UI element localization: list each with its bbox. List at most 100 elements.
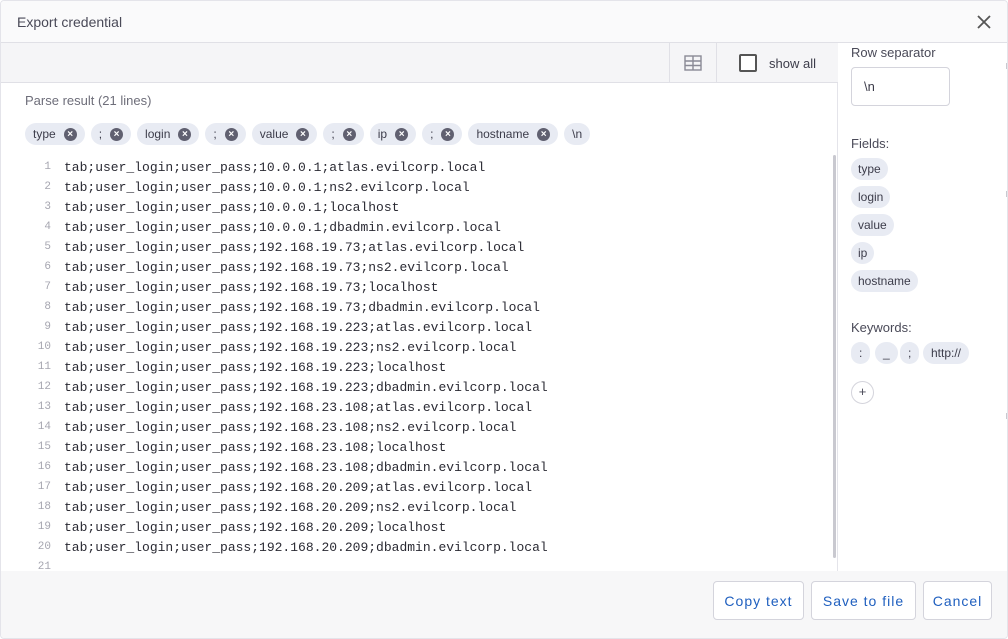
field-chip[interactable]: type xyxy=(851,158,888,180)
line-text: tab;user_login;user_pass;10.0.0.1;ns2.ev… xyxy=(64,179,470,195)
line-number: 21 xyxy=(37,561,51,571)
parse-chip[interactable]: ;× xyxy=(205,123,246,145)
code-line: 4 tab;user_login;user_pass;10.0.0.1;dbadm… xyxy=(1,217,501,237)
line-number: 8 xyxy=(44,301,51,313)
line-number: 12 xyxy=(37,381,51,393)
keyword-chip[interactable]: _ xyxy=(875,342,898,364)
line-text: tab;user_login;user_pass;192.168.20.209;… xyxy=(64,539,548,555)
field-chip[interactable]: hostname xyxy=(851,270,918,292)
remove-chip-icon[interactable]: × xyxy=(395,127,409,141)
line-number: 13 xyxy=(37,401,51,413)
line-text: tab;user_login;user_pass;192.168.19.73;d… xyxy=(64,299,540,315)
row-separator-label: Row separator xyxy=(851,45,936,60)
code-line: 1 tab;user_login;user_pass;10.0.0.1;atlas… xyxy=(1,157,485,177)
line-number: 6 xyxy=(44,261,51,273)
line-text: tab;user_login;user_pass;192.168.20.209;… xyxy=(64,499,517,515)
parse-chip[interactable]: value × xyxy=(251,123,318,145)
line-number: 1 xyxy=(44,161,51,173)
scroll-tick xyxy=(1006,191,1007,197)
table-view-button[interactable] xyxy=(669,43,717,83)
keyword-chip[interactable]: : xyxy=(851,342,871,364)
line-number: 4 xyxy=(44,221,51,233)
keyword-chip[interactable]: ; xyxy=(900,342,920,364)
cancel-button[interactable]: Cancel xyxy=(923,581,992,620)
parse-chip[interactable]: hostname× xyxy=(468,123,559,145)
parse-toolbar: show all xyxy=(1,43,838,83)
copy-text-button[interactable]: Copy text xyxy=(713,581,804,620)
parse-chip[interactable]: type × xyxy=(25,123,85,145)
line-text: tab;user_login;user_pass;192.168.23.108;… xyxy=(64,419,517,435)
show-all-label: show all xyxy=(769,55,816,71)
keyword-chip[interactable]: http:// xyxy=(923,342,970,364)
line-number: 10 xyxy=(37,341,51,353)
line-number: 7 xyxy=(44,281,51,293)
parse-chip-label: ; xyxy=(430,127,434,141)
parse-chip[interactable]: ;× xyxy=(323,123,364,145)
line-text: tab;user_login;user_pass;192.168.19.73;l… xyxy=(64,279,439,295)
fields-label: Fields: xyxy=(851,136,890,151)
vertical-scrollbar[interactable] xyxy=(833,155,836,558)
code-line: 14 tab;user_login;user_pass;192.168.23.10… xyxy=(1,417,517,437)
row-separator-input[interactable]: \n xyxy=(851,67,950,106)
code-line: 12 tab;user_login;user_pass;192.168.19.22… xyxy=(1,377,548,397)
line-text: tab;user_login;user_pass;192.168.20.209;… xyxy=(64,519,447,535)
line-number: 20 xyxy=(37,541,51,553)
scroll-tick xyxy=(1006,63,1007,69)
keywords-label: Keywords: xyxy=(851,320,912,335)
save-to-file-button[interactable]: Save to file xyxy=(811,581,916,620)
parse-chip[interactable]: login × xyxy=(137,123,200,145)
line-text: tab;user_login;user_pass;192.168.23.108;… xyxy=(64,459,548,475)
line-text: tab;user_login;user_pass;192.168.19.223;… xyxy=(64,379,548,395)
line-number: 15 xyxy=(37,441,51,453)
parse-chip[interactable]: ip× xyxy=(369,123,417,145)
remove-chip-icon[interactable]: × xyxy=(537,127,551,141)
show-all-checkbox[interactable] xyxy=(739,54,757,72)
remove-chip-icon[interactable]: × xyxy=(296,127,310,141)
field-chip[interactable]: ip xyxy=(851,242,875,264)
line-text: tab;user_login;user_pass;192.168.19.73;a… xyxy=(64,239,525,255)
line-number: 16 xyxy=(37,461,51,473)
parse-chip-label: login xyxy=(145,127,171,141)
remove-chip-icon[interactable]: × xyxy=(63,127,77,141)
show-all-toggle[interactable]: show all xyxy=(739,53,816,73)
line-text: tab;user_login;user_pass;192.168.23.108;… xyxy=(64,439,447,455)
parse-chip-label: ; xyxy=(331,127,335,141)
line-number: 19 xyxy=(37,521,51,533)
code-line: 19 tab;user_login;user_pass;192.168.20.20… xyxy=(1,517,446,537)
parse-chip-label: ; xyxy=(213,127,217,141)
parse-chip[interactable]: ;× xyxy=(422,123,463,145)
parse-chip[interactable]: \n xyxy=(564,123,591,145)
field-chip[interactable]: login xyxy=(851,186,891,208)
remove-chip-icon[interactable]: × xyxy=(342,127,356,141)
remove-chip-icon[interactable]: × xyxy=(224,127,238,141)
line-text: tab;user_login;user_pass;10.0.0.1;localh… xyxy=(64,199,400,215)
line-text: tab;user_login;user_pass;192.168.19.223;… xyxy=(64,339,517,355)
add-keyword-button[interactable]: + xyxy=(851,381,874,404)
dialog-header: Export credential xyxy=(1,1,1007,43)
parse-result-title: Parse result (21 lines) xyxy=(25,93,152,108)
remove-chip-icon[interactable]: × xyxy=(110,127,124,141)
code-line: 7 tab;user_login;user_pass;192.168.19.73;… xyxy=(1,277,438,297)
parse-panel: show all Parse result (21 lines) type×;×… xyxy=(1,43,838,571)
close-icon[interactable] xyxy=(975,13,993,31)
parse-chip-label: value xyxy=(259,127,289,141)
parse-chip[interactable]: ;× xyxy=(90,123,132,145)
parse-chip-label: ; xyxy=(98,127,103,141)
line-number: 14 xyxy=(37,421,51,433)
line-text: tab;user_login;user_pass;10.0.0.1;dbadmi… xyxy=(64,219,501,235)
line-text: tab;user_login;user_pass;192.168.20.209;… xyxy=(64,479,533,495)
remove-chip-icon[interactable]: × xyxy=(441,127,455,141)
parse-chip-label: type xyxy=(33,127,56,141)
dialog-footer: Copy text Save to file Cancel xyxy=(1,571,1007,638)
remove-chip-icon[interactable]: × xyxy=(178,127,192,141)
line-text: tab;user_login;user_pass;10.0.0.1;atlas.… xyxy=(64,159,486,175)
code-line: 20 tab;user_login;user_pass;192.168.20.20… xyxy=(1,537,548,557)
field-chip[interactable]: value xyxy=(851,214,894,236)
code-line: 10 tab;user_login;user_pass;192.168.19.22… xyxy=(1,337,517,357)
code-line: 8 tab;user_login;user_pass;192.168.19.73;… xyxy=(1,297,540,317)
